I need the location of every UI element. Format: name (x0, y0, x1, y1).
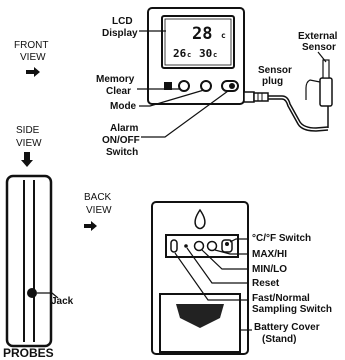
memory-clear-button[interactable] (178, 80, 190, 92)
cf-switch-label: °C/°F Switch (252, 233, 311, 244)
maxhi-button[interactable] (206, 240, 218, 252)
reset-leader-line (186, 247, 249, 284)
fast-normal-leader-line (174, 252, 249, 301)
sensor-plug-label: Sensor plug (258, 65, 295, 87)
cf-leader-line (229, 238, 249, 243)
lcd-display-label: LCD Display (102, 16, 138, 39)
mode-button[interactable] (200, 80, 212, 92)
lcd-low-reading: 26 (173, 47, 187, 60)
sensor-jack (243, 91, 255, 103)
battery-cover-label: Battery Cover (Stand) (254, 322, 322, 345)
front-view-label: FRONT VIEW (14, 40, 51, 63)
side-housing (5, 174, 53, 348)
indicator-square-icon (164, 82, 172, 90)
external-sensor-tip (322, 59, 330, 79)
side-view-arrow-icon (21, 152, 33, 167)
sensor-plug (253, 92, 269, 102)
minlo-label: MIN/LO (252, 264, 287, 275)
alarm-switch-knob (229, 83, 235, 89)
lcd-high-unit: c (213, 51, 217, 59)
side-view-label: SIDE VIEW (16, 125, 42, 149)
reset-label: Reset (252, 278, 280, 289)
reset-button[interactable] (184, 244, 188, 248)
minlo-button[interactable] (193, 240, 205, 252)
probes-label: PROBES (3, 346, 54, 360)
lcd-inner-frame (164, 18, 232, 66)
sensor-cable (268, 95, 329, 129)
lcd-main-reading: 28 (192, 24, 212, 44)
sensor-cable-inner (268, 98, 329, 132)
lcd-high-reading: 30 (199, 47, 212, 60)
battery-cover-grip-icon (176, 304, 224, 328)
back-view-label: BACK VIEW (84, 192, 114, 216)
lcd-low-unit: c (187, 51, 191, 59)
lcd-main-unit: c (221, 31, 226, 40)
back-view-arrow-icon (84, 221, 97, 231)
lcd-display (161, 15, 235, 69)
minlo-leader-line (201, 249, 249, 270)
front-view-arrow-icon (26, 67, 40, 77)
alarm-switch-label: Alarm ON/OFF Switch (102, 123, 143, 158)
jack-label: Jack (51, 296, 74, 307)
maxhi-label: MAX/HI (252, 249, 287, 260)
hanging-hole-icon (194, 208, 206, 230)
alarm-leader-line (141, 90, 229, 138)
jack-port (27, 288, 37, 298)
mode-label: Mode (110, 101, 137, 112)
memory-clear-label: Memory Clear (96, 74, 137, 97)
external-sensor-probe (319, 77, 333, 107)
maxhi-leader-line (214, 249, 249, 255)
external-sensor-leader-line (317, 51, 327, 63)
fast-normal-switch[interactable] (170, 239, 178, 253)
fast-normal-label: Fast/Normal Sampling Switch (252, 293, 332, 315)
mode-leader-line (139, 89, 205, 107)
external-sensor-label: External Sensor (298, 31, 340, 53)
jack-leader-line (37, 292, 59, 299)
